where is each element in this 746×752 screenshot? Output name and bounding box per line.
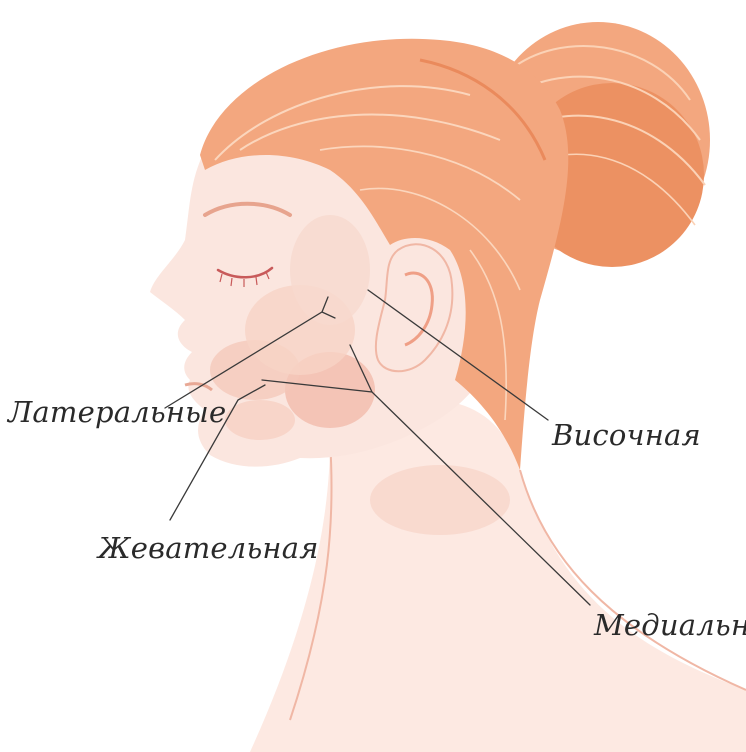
label-temporal: Височная: [551, 418, 701, 452]
label-masticatory: Жевательная: [96, 531, 319, 565]
label-lateral: Латеральные: [6, 395, 226, 429]
label-medial: Медиальная: [593, 608, 746, 642]
